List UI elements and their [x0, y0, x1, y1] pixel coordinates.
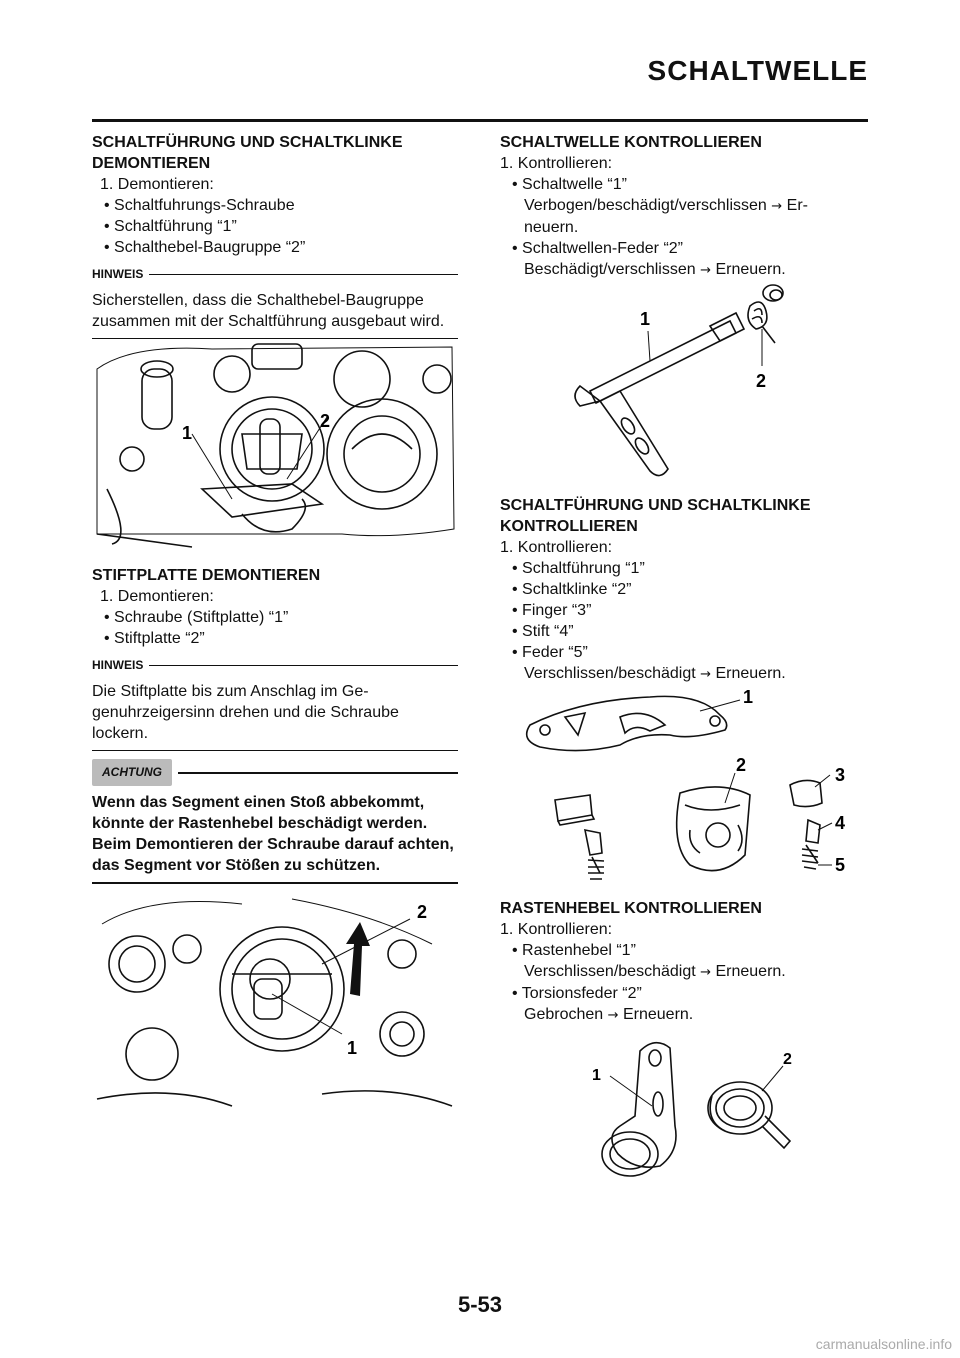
figure-callout-2: 2 — [736, 755, 746, 775]
list-item: • Schaltklinke “2” — [512, 581, 632, 598]
list-item: • Stiftplatte “2” — [104, 630, 205, 647]
figure-stopper-lever: 1 2 — [592, 1041, 792, 1177]
action-text: Er- — [786, 197, 808, 214]
figure-callout-2: 2 — [783, 1051, 792, 1068]
figure-shift-guide-removal: 1 2 — [96, 343, 455, 548]
list-item-detail: Verschlissen/beschädigt → Erneuern. — [500, 663, 868, 685]
step-text: 1. Kontrollieren: — [500, 155, 613, 172]
arrow-icon: → — [700, 667, 712, 682]
action-text: Erneuern. — [715, 963, 786, 980]
detail-text: Verschlissen/beschädigt — [524, 963, 696, 980]
arrow-icon: → — [607, 1008, 619, 1023]
note-label: HINWEIS — [92, 658, 144, 672]
note-text: Sicherstellen, dass die Schalthebel-Baug… — [92, 292, 445, 330]
figure-shift-shaft: 1 2 — [574, 284, 784, 477]
list-item: • Schaltführung “1” — [104, 218, 237, 235]
header-rule — [92, 119, 868, 122]
figure-callout-1: 1 — [743, 687, 753, 707]
note-end-rule — [92, 338, 458, 339]
right-column: SCHALTWELLE KONTROLLIEREN 1. Kontrollier… — [500, 132, 868, 1201]
list-item-detail: Verschlissen/beschädigt → Erneuern. — [500, 961, 868, 983]
list-item-detail: Verbogen/beschädigt/verschlissen → Er- — [500, 195, 868, 217]
list-item: • Schaltführung “1” — [512, 560, 645, 577]
list-item: • Schaltwellen-Feder “2” — [512, 240, 683, 257]
caution-text: Wenn das Segment einen Stoß abbekommt, k… — [92, 794, 454, 874]
section-heading-schaltwelle-kontrollieren: SCHALTWELLE KONTROLLIEREN — [500, 134, 762, 151]
step-text: 1. Demontieren: — [100, 588, 214, 605]
note-text: Die Stiftplatte bis zum Anschlag im Ge-g… — [92, 683, 399, 742]
list-item: • Torsionsfeder “2” — [512, 985, 642, 1002]
section-heading-rastenhebel-kontrollieren: RASTENHEBEL KONTROLLIEREN — [500, 900, 762, 917]
detail-text: Gebrochen — [524, 1006, 604, 1023]
caution-header: ACHTUNG — [92, 759, 458, 786]
figure-callout-2: 2 — [756, 371, 766, 391]
list-item: • Schraube (Stiftplatte) “1” — [104, 609, 289, 626]
arrow-icon: → — [700, 263, 711, 278]
note-header: HINWEIS — [92, 264, 458, 285]
section-heading-schaltfuehrung-demontieren: SCHALTFÜHRUNG UND SCHALTKLINKE DEMONTIER… — [92, 134, 403, 172]
note-header: HINWEIS — [92, 655, 458, 676]
figure-callout-2: 2 — [417, 902, 427, 922]
list-item-detail: Beschädigt/verschlissen → Erneuern. — [500, 259, 868, 281]
list-item: • Schaltfuhrungs-Schraube — [104, 197, 295, 214]
detail-text: Beschädigt/verschlissen — [524, 261, 696, 278]
step-text: 1. Kontrollieren: — [500, 539, 613, 556]
figure-callout-3: 3 — [835, 765, 845, 785]
figure-callout-1: 1 — [640, 309, 650, 329]
note-label: HINWEIS — [92, 267, 144, 281]
list-item: • Schaltwelle “1” — [512, 176, 627, 193]
figure-shift-guide-parts: 1 2 3 4 5 — [525, 687, 845, 880]
list-item: • Schalthebel-Baugruppe “2” — [104, 239, 306, 256]
note-end-rule — [92, 750, 458, 751]
left-column: SCHALTFÜHRUNG UND SCHALTKLINKE DEMONTIER… — [92, 132, 458, 1109]
action-text: Erneuern. — [715, 261, 786, 278]
figure-callout-1: 1 — [182, 423, 192, 443]
action-text: Erneuern. — [622, 1006, 694, 1023]
detail-text: Verschlissen/beschädigt — [524, 665, 696, 682]
figure-callout-1: 1 — [347, 1038, 357, 1058]
detail-text-continued: neuern. — [524, 219, 579, 236]
list-item: • Finger “3” — [512, 602, 592, 619]
figure-callout-1: 1 — [592, 1067, 601, 1084]
figure-callout-5: 5 — [835, 855, 845, 875]
arrow-icon: → — [771, 199, 783, 214]
caution-end-rule — [92, 882, 458, 884]
watermark: carmanualsonline.info — [815, 1336, 952, 1352]
step-text: 1. Kontrollieren: — [500, 921, 613, 938]
step-text: 1. Demontieren: — [100, 176, 214, 193]
action-text: Erneuern. — [715, 665, 786, 682]
figure-callout-2: 2 — [320, 411, 330, 431]
list-item-detail: Gebrochen → Erneuern. — [500, 1004, 868, 1026]
list-item: • Stift “4” — [512, 623, 574, 640]
detail-text: Verbogen/beschädigt/verschlissen — [524, 197, 767, 214]
section-heading-stiftplatte: STIFTPLATTE DEMONTIEREN — [92, 567, 321, 584]
section-heading-schaltklinke-kontrollieren: SCHALTFÜHRUNG UND SCHALTKLINKE KONTROLLI… — [500, 497, 811, 535]
page-title: SCHALTWELLE — [647, 55, 868, 86]
figure-pin-plate-removal: 2 1 — [96, 898, 453, 1107]
arrow-icon: → — [700, 965, 712, 980]
list-item: • Rastenhebel “1” — [512, 942, 636, 959]
figure-callout-4: 4 — [835, 813, 845, 833]
caution-badge: ACHTUNG — [92, 759, 172, 786]
list-item: • Feder “5” — [512, 644, 588, 661]
page-number: 5-53 — [457, 1292, 503, 1317]
